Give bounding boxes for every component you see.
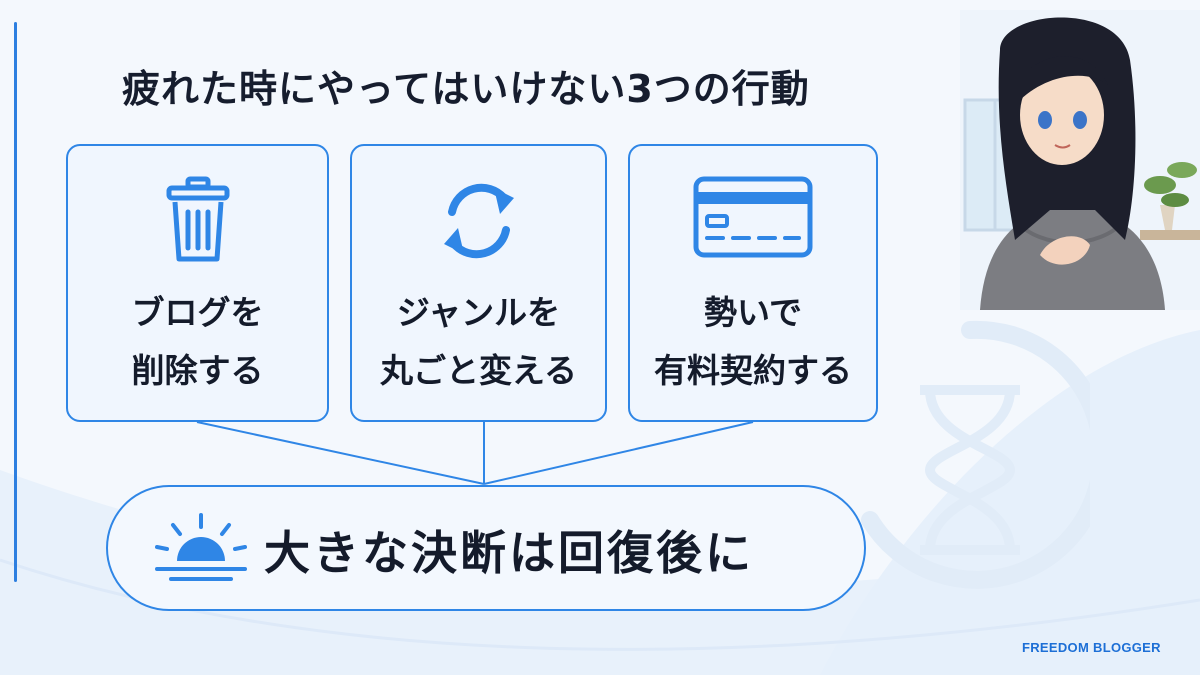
card-impulse-subscription: 勢いで 有料契約する: [628, 144, 878, 422]
card-label: ジャンルを 丸ごと変える: [379, 293, 577, 390]
hourglass-icon: [861, 320, 1090, 589]
card-change-genre: ジャンルを 丸ごと変える: [350, 144, 607, 422]
left-accent-rule: [14, 22, 17, 582]
sunrise-icon: [155, 513, 247, 581]
conclusion-pill: 大きな決断は回復後に: [106, 485, 866, 611]
trash-icon: [166, 176, 229, 262]
woman-in-hoodie-illustration: [960, 10, 1200, 310]
card-delete-blog: ブログを 削除する: [66, 144, 329, 422]
card-label: 勢いで 有料契約する: [654, 293, 852, 390]
brand-label: FREEDOM BLOGGER: [1022, 640, 1161, 655]
slide-title: 疲れた時にやってはいけない3つの行動: [122, 67, 810, 111]
conclusion-text: 大きな決断は回復後に: [264, 526, 754, 580]
card-label: ブログを 削除する: [131, 293, 264, 390]
credit-card-icon: [693, 176, 813, 258]
refresh-icon: [443, 183, 514, 259]
